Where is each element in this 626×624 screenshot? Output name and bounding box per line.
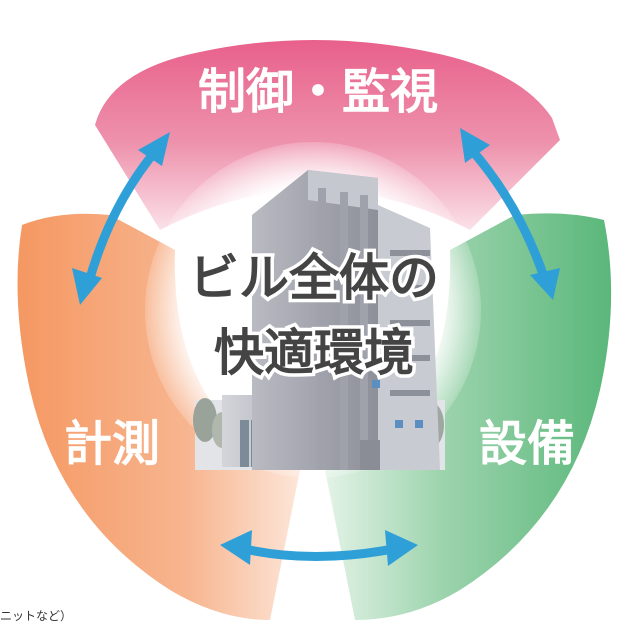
segment-left (17, 213, 300, 620)
footnote: ニットなど） (0, 609, 72, 623)
center-title-line2: 快適環境 (214, 324, 414, 382)
label-right: 設備 (479, 416, 575, 472)
arrow-bottom (220, 530, 418, 566)
label-top: 制御・監視 (198, 64, 438, 120)
arrow-top-left (72, 132, 170, 305)
arrow-top-right (460, 128, 560, 300)
center-title-line1: ビル全体の (189, 249, 439, 307)
building-illustration (193, 170, 445, 470)
label-left: 計測 (64, 416, 160, 472)
segment-right (325, 213, 612, 621)
